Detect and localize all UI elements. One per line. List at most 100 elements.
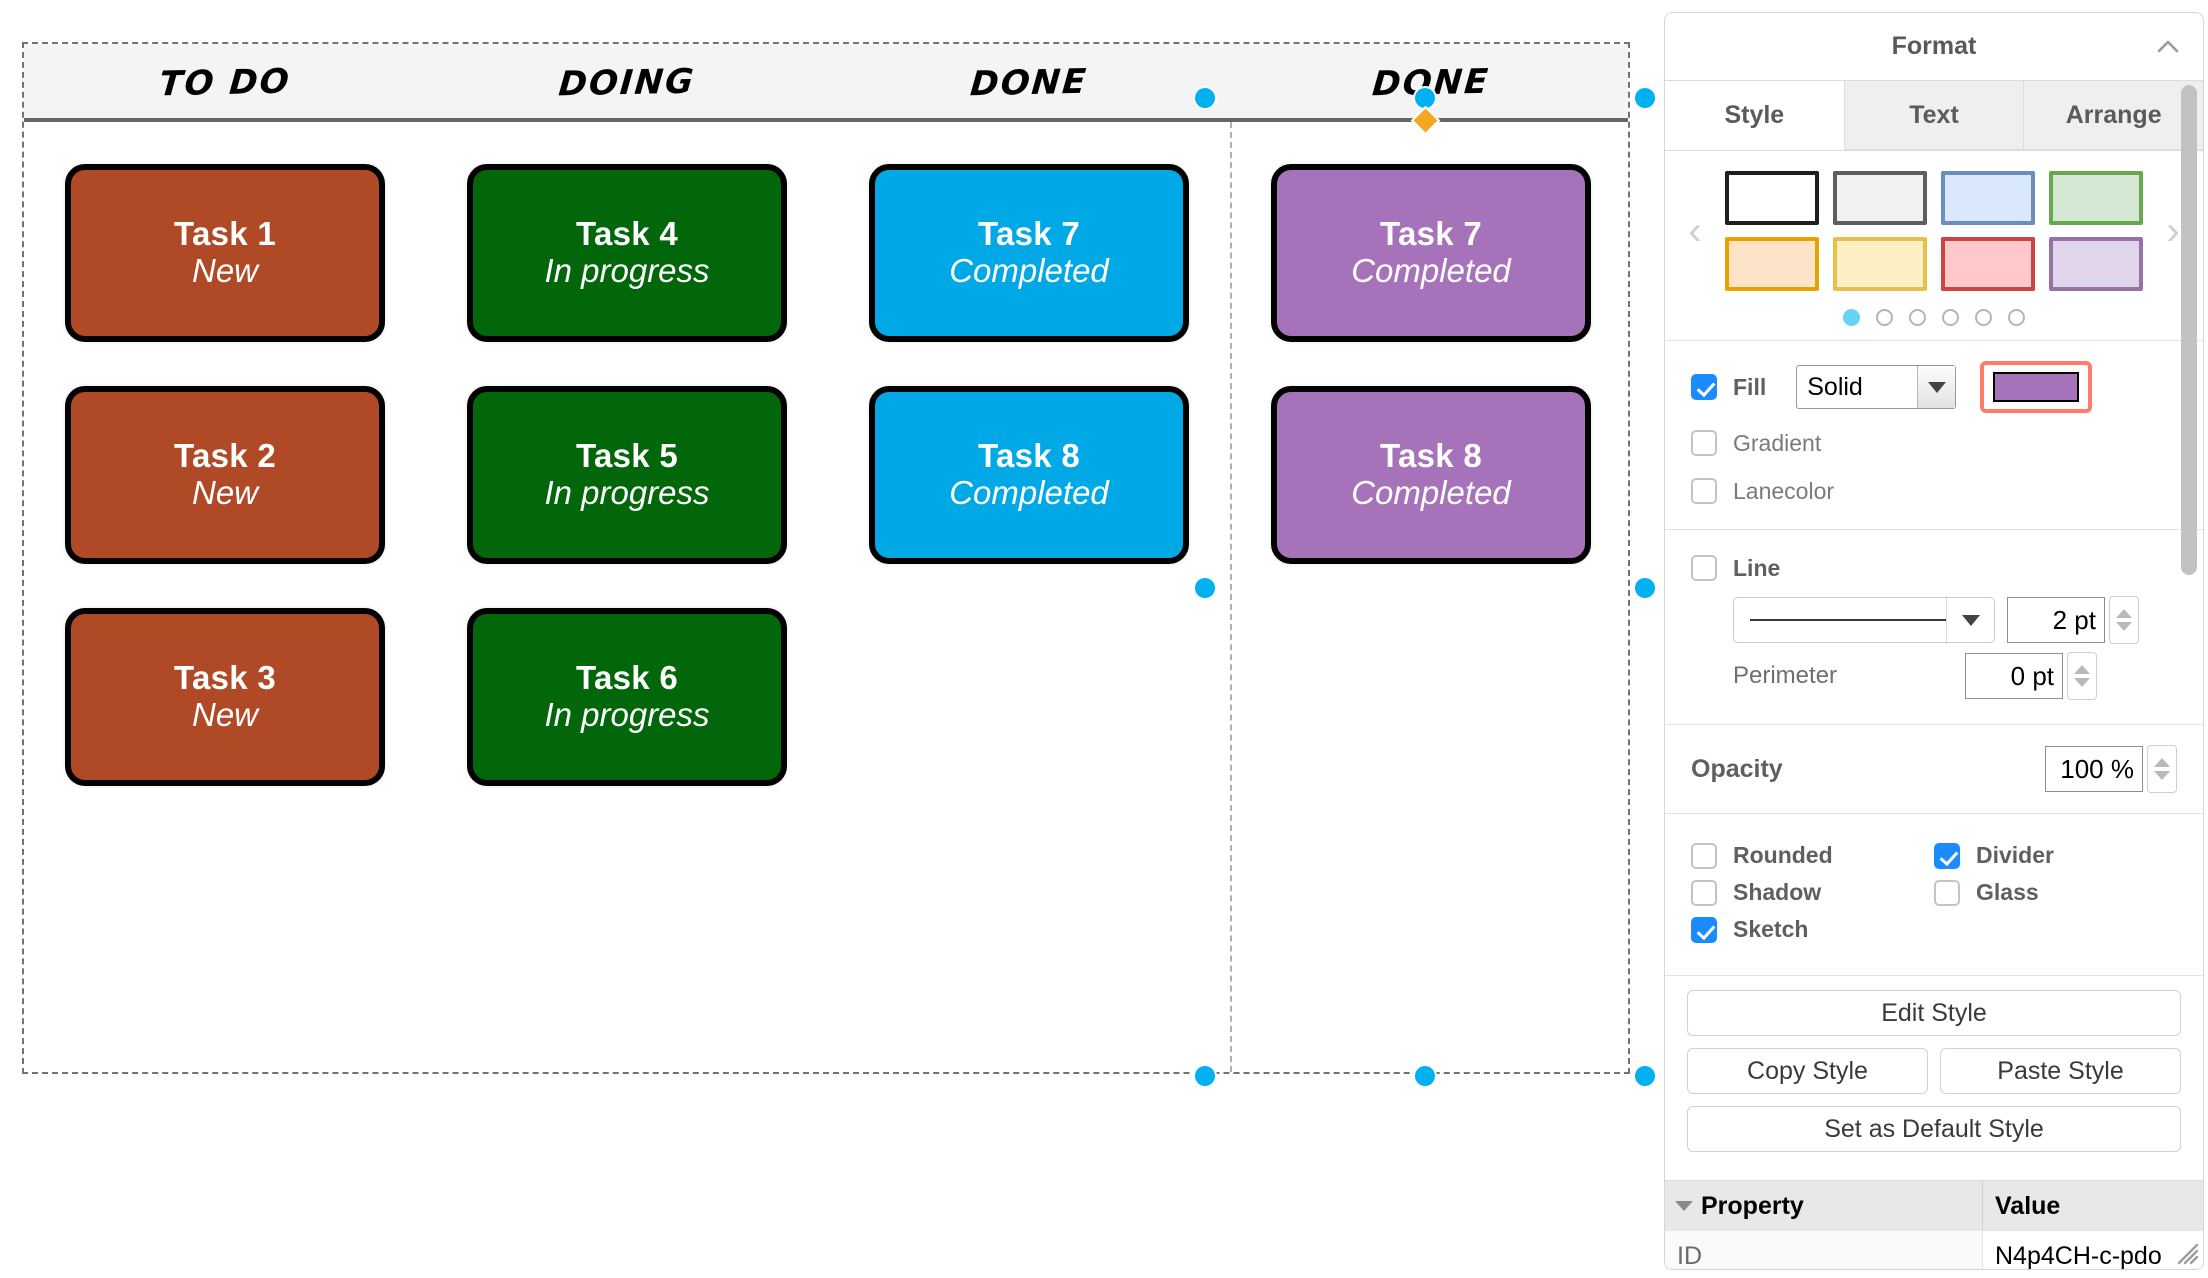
stepper-down-icon[interactable] [2154,771,2170,780]
task-status: New [191,474,259,511]
tab-arrange[interactable]: Arrange [2024,81,2203,150]
task-card[interactable]: Task 7 Completed [1271,164,1591,342]
fill-type-value: Solid [1807,372,1863,401]
panel-resize-grip[interactable] [2171,1237,2199,1265]
style-preset-swatch[interactable] [1941,237,2035,291]
chevron-up-icon[interactable] [2155,34,2181,60]
lane-body-done[interactable]: Task 7 Completed Task 8 Completed [828,122,1230,1072]
task-status: New [191,696,259,733]
chevron-down-icon[interactable] [1917,366,1956,408]
glass-checkbox[interactable] [1934,879,1960,906]
resize-handle-bottom-center[interactable] [1415,1066,1435,1086]
fill-color-button[interactable] [1980,361,2093,413]
task-card[interactable]: Task 1 New [65,164,385,342]
style-preset-swatch[interactable] [1725,237,1819,291]
rounded-label: Rounded [1733,842,1833,868]
pager-dot[interactable] [1942,309,1959,326]
lane-header-done[interactable]: DONE [824,40,1233,126]
resize-handle-middle-right[interactable] [1635,578,1655,598]
opacity-label: Opacity [1691,754,1783,783]
set-default-style-button[interactable]: Set as Default Style [1687,1106,2181,1152]
line-width-input[interactable]: 2 pt [2007,597,2105,643]
stepper-down-icon[interactable] [2116,622,2132,631]
resize-handle-bottom-left[interactable] [1195,1066,1215,1086]
style-preset-swatch[interactable] [1725,171,1819,225]
pager-dot[interactable] [2008,309,2025,326]
fill-checkbox[interactable] [1691,374,1717,400]
perimeter-input[interactable]: 0 pt [1965,653,2064,699]
stepper-up-icon[interactable] [2116,609,2132,618]
fill-type-select[interactable]: Solid [1796,365,1957,409]
style-preset-pager[interactable] [1665,309,2203,326]
opacity-stepper[interactable] [2147,745,2177,793]
pager-dot[interactable] [1909,309,1926,326]
stepper-up-icon[interactable] [2074,665,2091,674]
task-card[interactable]: Task 2 New [65,386,385,564]
sketch-label: Sketch [1733,916,1809,942]
stepper-up-icon[interactable] [2154,758,2170,767]
lane-header-doing[interactable]: DOING [422,40,831,126]
tab-text[interactable]: Text [1844,81,2025,150]
line-label: Line [1733,554,1781,581]
opacity-input[interactable]: 100 % [2045,746,2143,792]
line-style-select[interactable] [1733,597,1995,643]
resize-handle-top-left[interactable] [1195,88,1215,108]
lane-body-done-selected[interactable]: Task 7 Completed Task 8 Completed [1230,122,1632,1072]
style-preset-swatch[interactable] [2049,237,2143,291]
style-preset-swatch[interactable] [1941,171,2035,225]
shadow-checkbox[interactable] [1691,879,1717,906]
chevron-right-icon[interactable]: › [2166,209,2180,253]
divider-label: Divider [1976,842,2054,868]
task-card[interactable]: Task 8 Completed [869,386,1189,564]
lane-header-todo[interactable]: TO DO [20,40,429,126]
sort-descending-icon[interactable] [1675,1201,1693,1211]
table-row[interactable]: ID N4p4CH-c-pdo [1665,1231,2203,1269]
chevron-left-icon[interactable]: ‹ [1688,209,1702,253]
style-preset-grid[interactable] [1715,165,2153,297]
gradient-checkbox[interactable] [1691,430,1717,456]
diagram-canvas[interactable]: TO DO DOING DONE DONE Task 1 New Task 2 … [0,0,1660,1278]
format-tabs[interactable]: Style Text Arrange [1665,81,2203,151]
chevron-down-icon[interactable] [1946,598,1994,642]
pager-dot[interactable] [1876,309,1893,326]
sketch-checkbox[interactable] [1691,916,1717,943]
perimeter-stepper[interactable] [2067,652,2098,700]
tab-style[interactable]: Style [1665,81,1845,150]
divider-checkbox[interactable] [1934,842,1960,869]
pager-dot[interactable] [1975,309,1992,326]
style-preset-swatch[interactable] [2049,171,2143,225]
format-panel[interactable]: Format Style Text Arrange ‹ [1664,12,2204,1270]
resize-handle-top-center[interactable] [1415,88,1435,108]
lane-body-todo[interactable]: Task 1 New Task 2 New Task 3 New [24,122,426,1072]
gradient-label: Gradient [1733,429,1822,456]
task-card[interactable]: Task 4 In progress [467,164,787,342]
line-checkbox[interactable] [1691,555,1717,581]
lanecolor-checkbox[interactable] [1691,478,1717,504]
format-panel-scrollbar[interactable] [2181,85,2197,575]
task-card[interactable]: Task 3 New [65,608,385,786]
style-preset-swatch[interactable] [1833,171,1927,225]
style-preset-swatch[interactable] [1833,237,1927,291]
glass-row: Glass [1934,879,2177,906]
resize-handle-middle-left[interactable] [1195,578,1215,598]
solid-line-icon [1750,619,1978,621]
edit-style-button[interactable]: Edit Style [1687,990,2181,1036]
copy-style-button[interactable]: Copy Style [1687,1048,1928,1094]
task-card[interactable]: Task 6 In progress [467,608,787,786]
task-card[interactable]: Task 7 Completed [869,164,1189,342]
paste-style-button[interactable]: Paste Style [1940,1048,2181,1094]
lane-body-doing[interactable]: Task 4 In progress Task 5 In progress Ta… [426,122,828,1072]
resize-handle-bottom-right[interactable] [1635,1066,1655,1086]
pager-dot[interactable] [1843,309,1860,326]
property-column-header[interactable]: Property [1665,1181,1983,1231]
lanecolor-row: Lanecolor [1665,467,2203,515]
rounded-checkbox[interactable] [1691,842,1717,869]
kanban-pool[interactable]: TO DO DOING DONE DONE Task 1 New Task 2 … [22,42,1630,1074]
value-column-header[interactable]: Value [1995,1191,2061,1220]
task-card[interactable]: Task 8 Completed [1271,386,1591,564]
property-value[interactable]: N4p4CH-c-pdo [1983,1231,2203,1269]
task-card[interactable]: Task 5 In progress [467,386,787,564]
line-width-stepper[interactable] [2109,596,2139,644]
resize-handle-top-right[interactable] [1635,88,1655,108]
stepper-down-icon[interactable] [2074,678,2091,687]
